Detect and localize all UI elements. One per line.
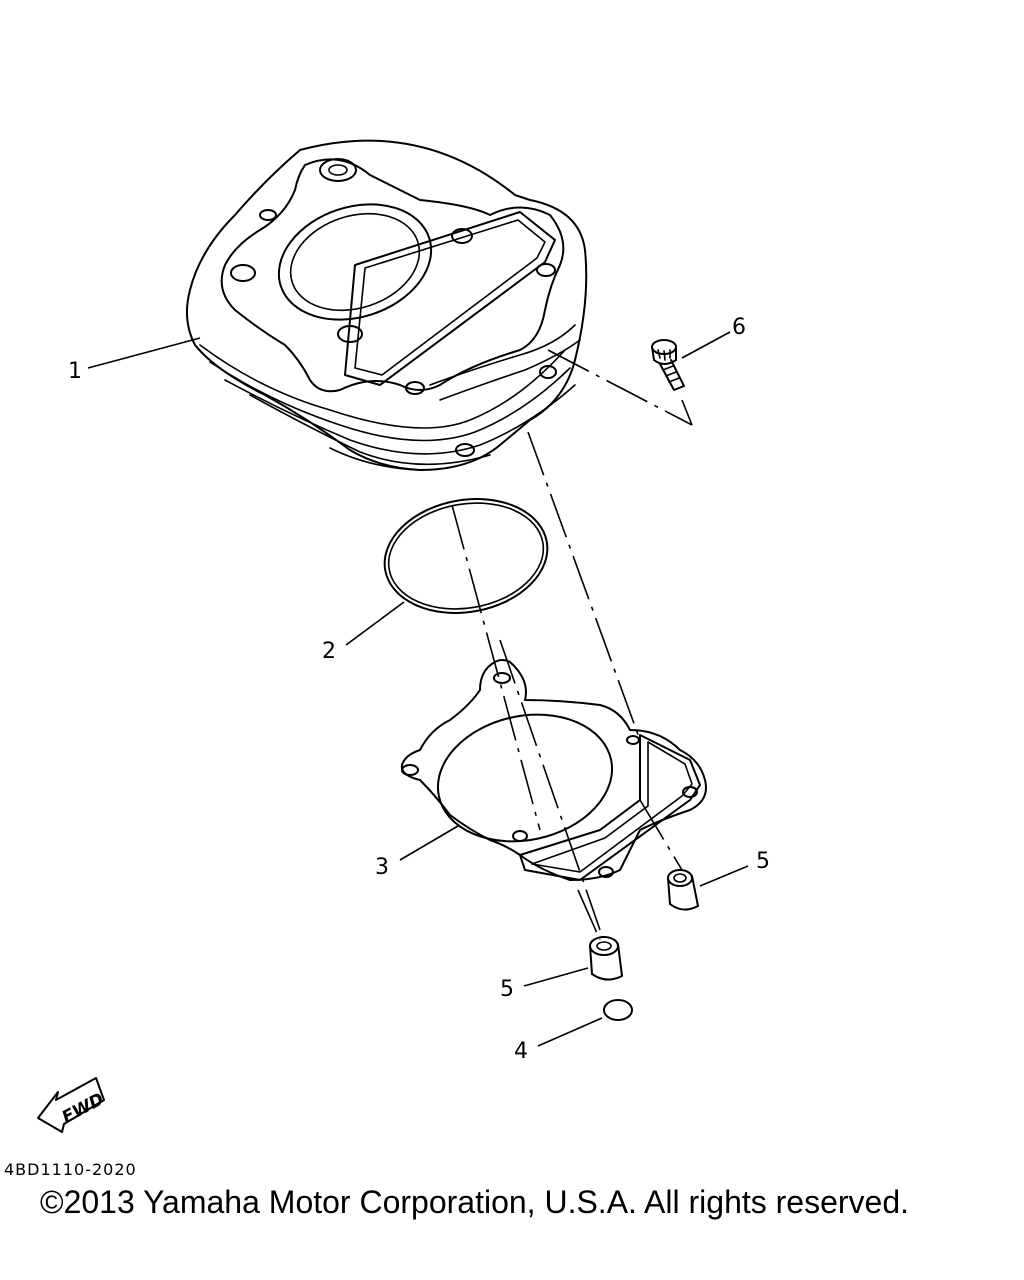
forward-arrow-icon: FWD	[37, 1077, 107, 1133]
callout-4: 4	[514, 1039, 528, 1064]
callout-1: 1	[68, 359, 82, 384]
callout-numbers: 1 2 3 4 5 5 6	[68, 315, 770, 1064]
copyright-notice: ©2013 Yamaha Motor Corporation, U.S.A. A…	[40, 1184, 910, 1220]
dowel-pin-right-part	[667, 869, 699, 911]
o-ring-part	[383, 498, 549, 614]
callout-6: 6	[732, 315, 746, 340]
callout-2: 2	[322, 639, 336, 664]
callout-3: 3	[375, 855, 389, 880]
cylinder-part	[185, 139, 588, 471]
callout-5-right: 5	[756, 849, 770, 874]
leader-lines	[87, 331, 749, 1047]
dowel-pin-left-part	[589, 936, 623, 981]
cylinder-gasket-part	[400, 659, 707, 881]
callout-5-left: 5	[500, 977, 514, 1002]
plug-part	[603, 999, 633, 1021]
bolt-part	[651, 339, 685, 391]
diagram-part-code: 4BD1110-2020	[4, 1160, 137, 1179]
alignment-lines	[451, 349, 693, 941]
